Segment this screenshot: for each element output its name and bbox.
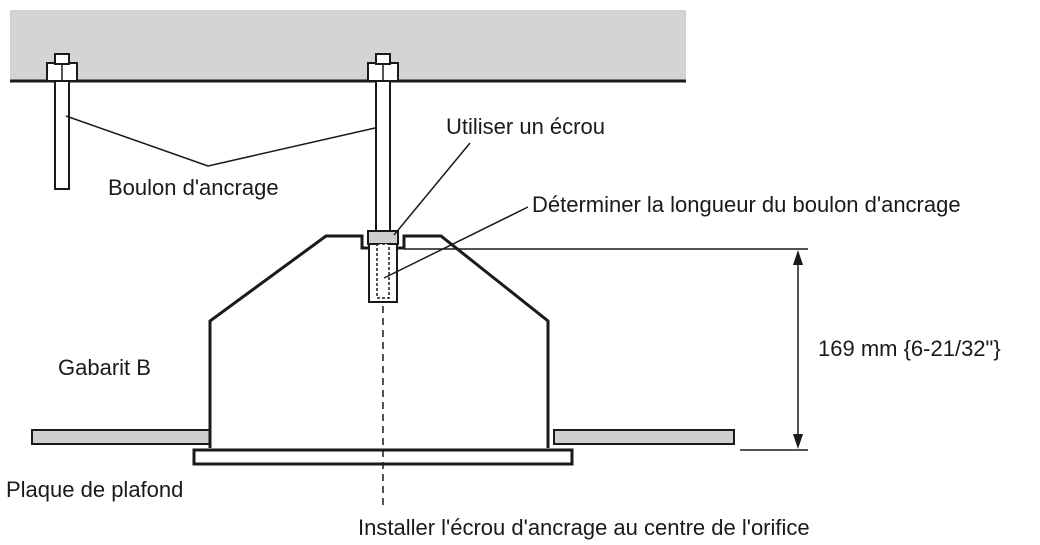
label-use-nut: Utiliser un écrou [446, 114, 605, 139]
dimension-arrow-top [793, 250, 803, 265]
dimension-169mm [404, 248, 808, 451]
label-dimension: 169 mm {6-21/32"} [818, 336, 1001, 361]
anchor-bolt-left [46, 53, 78, 190]
leader-determine-length [383, 206, 529, 279]
label-ceiling-plate: Plaque de plafond [6, 477, 183, 502]
label-determine-length: Déterminer la longueur du boulon d'ancra… [532, 192, 961, 217]
template-nut-assembly [367, 230, 399, 303]
leader-bolt-left [65, 115, 209, 167]
leader-lines [65, 115, 529, 279]
dimension-arrow-bottom [793, 434, 803, 449]
template-nut [367, 230, 399, 245]
bolt-left-tip [54, 53, 70, 65]
ceiling-plate-right [553, 429, 735, 445]
label-install-nut: Installer l'écrou d'ancrage au centre de… [358, 515, 810, 540]
label-anchor-bolt: Boulon d'ancrage [108, 175, 279, 200]
label-template-b: Gabarit B [58, 355, 151, 380]
bolt-center-shaft [375, 80, 391, 232]
leader-use-nut [393, 142, 471, 236]
template-bolt-end [376, 243, 390, 299]
anchor-bolt-center [367, 53, 399, 232]
ceiling-slab-fill [10, 10, 686, 81]
leader-bolt-center [207, 127, 376, 167]
bolt-left-shaft [54, 80, 70, 190]
ceiling-slab [10, 10, 686, 83]
bolt-center-tip [375, 53, 391, 65]
ceiling-plate-left [31, 429, 211, 445]
